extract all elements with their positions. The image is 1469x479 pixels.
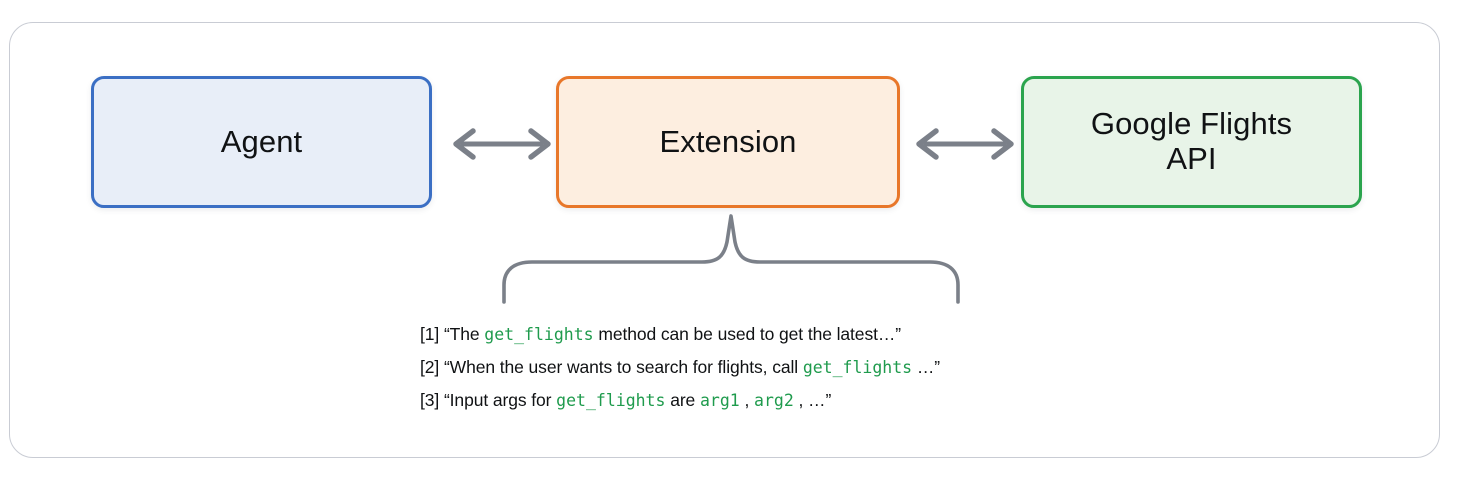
annotation-open-quote-3: “: [443, 390, 450, 410]
annotation-line-1: [1] “The get_flights method can be used …: [420, 318, 1320, 351]
annotation-code-1a: get_flights: [484, 325, 594, 344]
annotation-text-3d: , …: [793, 390, 826, 410]
node-extension[interactable]: Extension: [556, 76, 900, 208]
annotation-code-3a: get_flights: [556, 391, 666, 410]
annotation-index-2: [2]: [420, 357, 440, 377]
node-google-flights-api-label: Google Flights API: [1090, 106, 1293, 176]
annotation-line-2: [2] “When the user wants to search for f…: [420, 351, 1320, 384]
annotation-text-2b: …: [912, 357, 935, 377]
annotation-text-2a: When the user wants to search for flight…: [449, 357, 803, 377]
annotation-index-1: [1]: [420, 324, 440, 344]
node-agent-label: Agent: [220, 123, 303, 159]
annotation-open-quote-1: “: [443, 324, 450, 344]
annotation-close-quote-2: ”: [934, 357, 940, 377]
node-agent[interactable]: Agent: [91, 76, 432, 208]
annotation-code-3c: arg2: [754, 391, 794, 410]
annotation-close-quote-1: ”: [895, 324, 901, 344]
annotation-list: [1] “The get_flights method can be used …: [420, 318, 1320, 417]
annotation-text-3b: are: [665, 390, 700, 410]
annotation-code-2a: get_flights: [802, 358, 913, 377]
annotation-index-3: [3]: [420, 390, 440, 410]
annotation-text-3a: Input args for: [449, 390, 557, 410]
annotation-close-quote-3: ”: [825, 390, 832, 410]
bidirectional-arrow-icon-agent-extension: [453, 128, 551, 160]
annotation-code-3b: arg1: [699, 391, 740, 410]
bidirectional-arrow-icon-extension-api: [916, 128, 1014, 160]
node-extension-label: Extension: [659, 123, 797, 159]
annotation-text-1b: method can be used to get the latest…: [593, 324, 896, 344]
annotation-text-1a: The: [449, 324, 485, 344]
node-google-flights-api[interactable]: Google Flights API: [1021, 76, 1362, 208]
annotation-open-quote-2: “: [443, 357, 450, 377]
annotation-line-3: [3] “Input args for get_flights are arg1…: [420, 384, 1320, 417]
curly-brace-icon: [502, 214, 960, 304]
annotation-text-3c: ,: [739, 390, 755, 410]
